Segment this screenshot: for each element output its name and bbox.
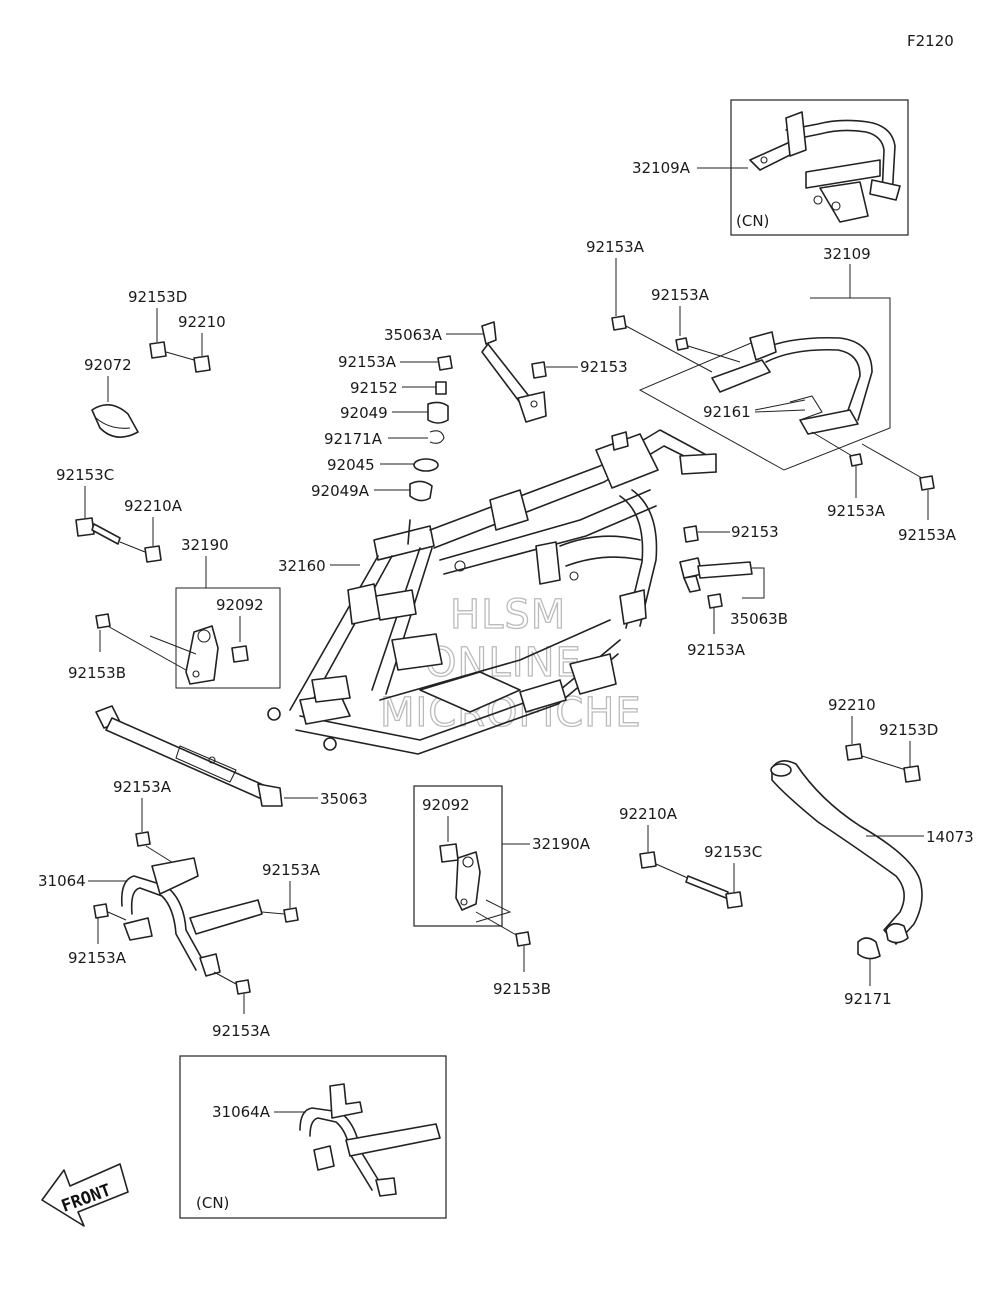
label-92153A-5: 92153A [338,353,397,371]
watermark-line-3: MICROFICHE [380,690,642,736]
label-92210-2: 92210 [828,696,876,714]
collar-92152 [435,381,447,395]
bracket-32190-drawing [185,625,249,685]
label-92153C-1: 92153C [56,466,114,484]
label-92171A: 92171A [324,430,383,448]
bar-31064A-drawing [299,1083,441,1197]
label-92153C-2: 92153C [704,843,762,861]
label-92153A-3: 92153A [827,502,886,520]
label-92153-1: 92153 [580,358,628,376]
rubber-92049A [409,480,433,502]
stay-35063B-drawing [679,557,753,593]
stay-35063-drawing [95,705,283,807]
bolt-92153A-10 [235,979,251,995]
bar-31064-drawing [120,857,263,977]
label-92049A: 92049A [311,482,370,500]
band-92072 [91,404,139,438]
label-92153A-9: 92153A [68,949,127,967]
label-32190A: 32190A [532,835,591,853]
label-35063A: 35063A [384,326,443,344]
label-92153D-2: 92153D [879,721,938,739]
bolt-92153-2 [683,525,699,543]
bolt-92153A-2 [675,337,689,351]
label-92049: 92049 [340,404,388,422]
figure-code: F2120 [907,32,954,50]
nut-92210A-1 [144,545,162,563]
label-35063B: 35063B [730,610,788,628]
label-32160: 32160 [278,557,326,575]
bolt-92153A-9 [93,903,109,919]
watermark-line-1: HLSM [450,592,566,638]
label-92153A-10: 92153A [212,1022,271,1040]
label-92153A-2: 92153A [651,286,710,304]
bolt-92153A-3 [849,453,863,467]
stay-35063A-drawing [481,321,547,423]
bolt-92153-1 [531,361,547,379]
clip-92171A [429,430,445,444]
label-92210A-1: 92210A [124,497,183,515]
exhaust-pipe-14073-drawing [770,760,923,945]
cn-box-bottom [179,1055,447,1219]
label-92153-2: 92153 [731,523,779,541]
bracket-32190A-drawing [455,851,481,911]
cn-note-top: (CN) [736,212,769,230]
label-92153A-1: 92153A [586,238,645,256]
label-92092-2: 92092 [422,796,470,814]
label-31064: 31064 [38,872,86,890]
label-92092-1: 92092 [216,596,264,614]
bolt-92153D-1 [149,341,167,359]
label-92153A-4: 92153A [898,526,957,544]
label-32109A: 32109A [632,159,691,177]
label-92153A-6: 92153A [687,641,746,659]
label-14073: 14073 [926,828,974,846]
label-92152: 92152 [350,379,398,397]
nut-92210-1 [193,355,211,373]
bolt-92153A-1 [611,315,627,331]
label-31064A: 31064A [212,1103,271,1121]
frame-32160-drawing [267,429,717,755]
rubber-92049 [427,401,449,424]
bolt-92153A-7 [135,831,151,847]
cn-note-bottom: (CN) [196,1194,229,1212]
label-92210A-2: 92210A [619,805,678,823]
watermark: HLSM ONLINE MICROFICHE [379,591,642,736]
bolt-92153C-1 [75,517,95,537]
rear-carrier-drawing [711,331,873,435]
front-direction-arrow: FRONT [41,1163,129,1227]
clamp-92171 [857,937,881,960]
bolt-92153B-1 [95,613,111,629]
label-92171: 92171 [844,990,892,1008]
label-35063: 35063 [320,790,368,808]
rubber-92092-2 [439,843,459,863]
box-32190A [413,785,503,927]
nut-92210-2 [845,743,863,761]
label-32109: 32109 [823,245,871,263]
bolt-92153C-2 [725,891,743,909]
label-92153D-1: 92153D [128,288,187,306]
rear-carrier-cn-drawing [749,111,901,223]
label-92153A-7: 92153A [113,778,172,796]
watermark-line-2: ONLINE [425,640,582,686]
bolt-92153D-2 [903,765,921,783]
bolt-92153A-5 [437,355,453,371]
label-92153B-1: 92153B [68,664,126,682]
nut-92210A-2 [639,851,657,869]
cushion-92045 [413,458,439,472]
label-92153A-8: 92153A [262,861,321,879]
label-92210-1: 92210 [178,313,226,331]
label-92153B-2: 92153B [493,980,551,998]
label-92072: 92072 [84,356,132,374]
label-92045: 92045 [327,456,375,474]
bolt-92153A-4 [919,475,935,491]
bolt-92153A-8 [283,907,299,923]
bolt-92153A-6 [707,593,723,609]
bolt-92153B-2 [515,931,531,947]
label-32190: 32190 [181,536,229,554]
label-92161: 92161 [703,403,751,421]
